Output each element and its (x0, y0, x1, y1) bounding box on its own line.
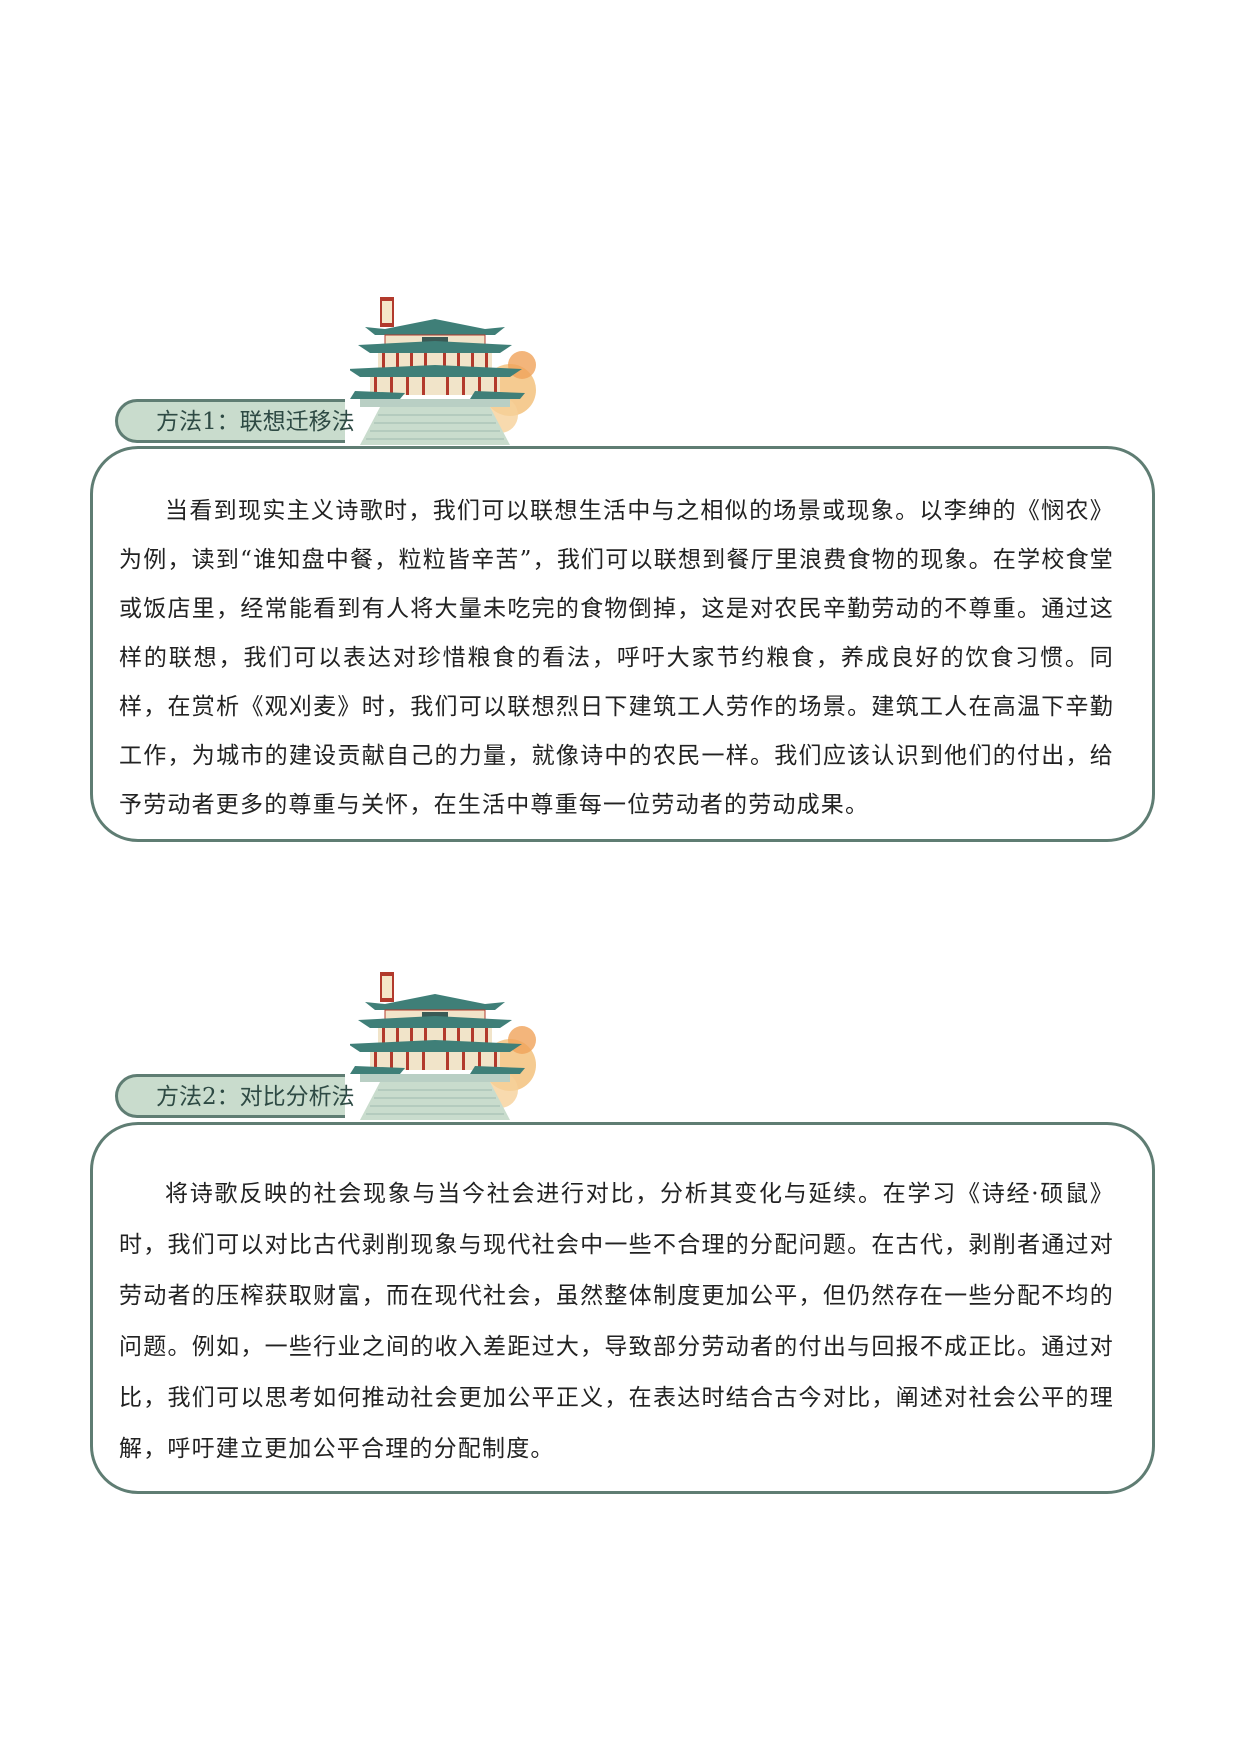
paragraph: 当看到现实主义诗歌时，我们可以联想生活中与之相似的场景或现象。以李绅的《悯农》为… (119, 498, 1114, 818)
pavilion-icon (348, 295, 540, 445)
section-title: 方法1：联想迁移法 (156, 409, 355, 435)
section-tab: 方法2：对比分析法 (115, 1074, 355, 1118)
content-card: 当看到现实主义诗歌时，我们可以联想生活中与之相似的场景或现象。以李绅的《悯农》为… (90, 446, 1155, 842)
content-card: 将诗歌反映的社会现象与当今社会进行对比，分析其变化与延续。在学习《诗经·硕鼠》时… (90, 1122, 1155, 1494)
section-title: 方法2：对比分析法 (156, 1084, 355, 1110)
section-tab: 方法1：联想迁移法 (115, 399, 355, 443)
paragraph: 将诗歌反映的社会现象与当今社会进行对比，分析其变化与延续。在学习《诗经·硕鼠》时… (119, 1181, 1114, 1462)
pavilion-icon (348, 970, 540, 1120)
